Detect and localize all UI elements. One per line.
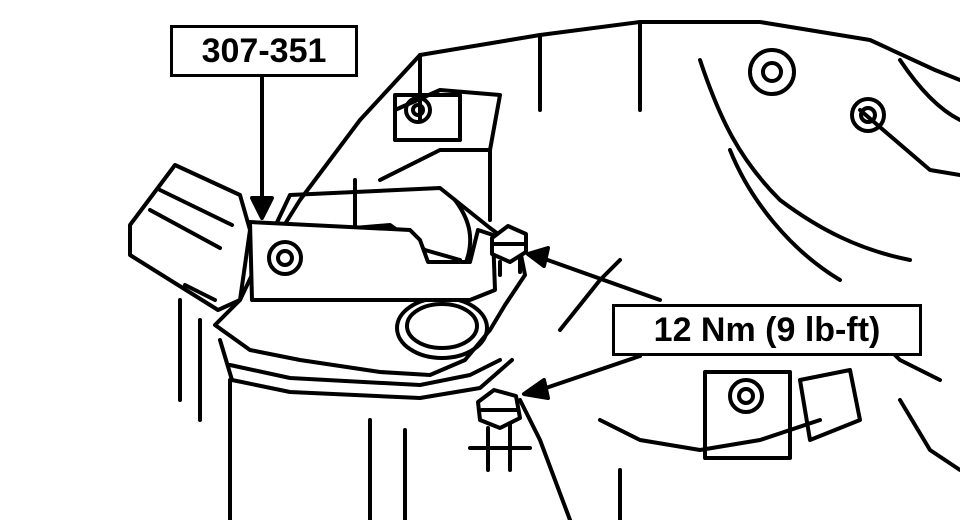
torque-leader-line-lower [522,354,642,400]
torque-leader-line-upper [526,246,662,302]
case-bolt-boss-5 [798,368,862,442]
case-bolt-boss-4 [703,370,792,460]
sensor-bolt-lower [468,388,532,472]
tool-number-label: 307-351 [170,25,358,77]
case-bolt-boss-3 [850,97,886,133]
tool-leader-line [250,76,274,220]
sensor-wiring-connector [128,163,252,312]
sensor-alignment-tool [248,220,497,302]
sensor-bolt-upper [490,224,528,277]
case-bolt-boss-2 [748,48,796,96]
case-bolt-boss-1 [393,93,462,142]
torque-spec-label: 12 Nm (9 lb-ft) [612,304,922,356]
